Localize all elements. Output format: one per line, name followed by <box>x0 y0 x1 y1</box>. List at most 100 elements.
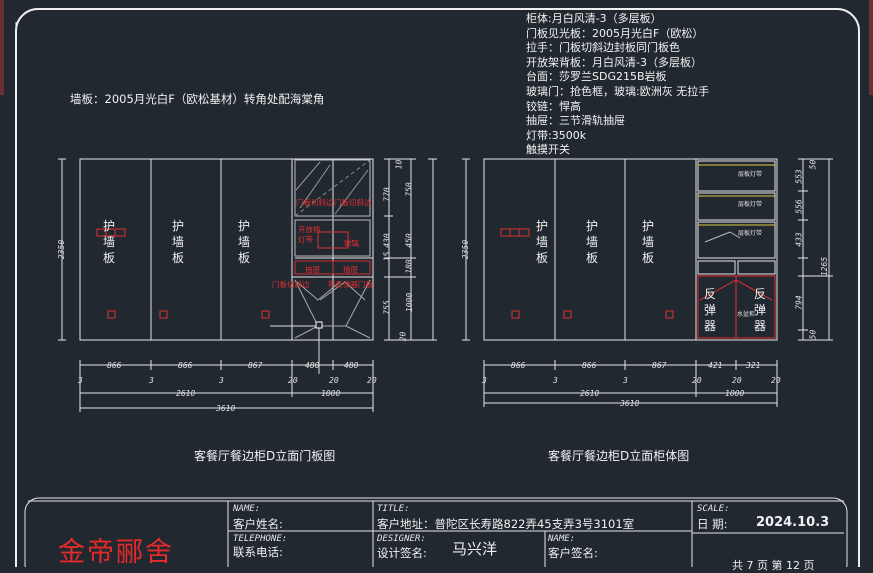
rebounder-label: 反弹器 <box>703 287 716 333</box>
dim-gap: 3 <box>149 376 154 385</box>
dim-right: 770 <box>382 187 392 202</box>
dim-width: 480 <box>344 361 359 370</box>
left-elevation <box>58 158 437 412</box>
telephone-label: TELEPHONE: <box>233 534 288 544</box>
dim-right: 15 <box>382 251 392 262</box>
dim-gap: 3 <box>219 376 224 385</box>
dim-gap: 3 <box>553 376 558 385</box>
panel-label: 护墙板 <box>641 219 654 265</box>
dim-gap: 20 <box>367 376 377 385</box>
dim-right: 553 <box>794 169 804 184</box>
dim-gap: 20 <box>771 376 781 385</box>
shelf-label: 层板灯带 <box>738 201 763 208</box>
sign-name-label: NAME: <box>548 534 576 544</box>
dim-right: 430 <box>382 233 392 248</box>
designer-label: DESIGNER: <box>377 534 426 544</box>
scale-label: SCALE: <box>697 504 730 514</box>
dim-right: 10 <box>394 159 404 170</box>
panel-label: 护墙板 <box>171 219 184 265</box>
spec-line: 门板见光板：2005月光白F（欧松） <box>526 26 704 40</box>
dim-width: 321 <box>746 361 761 370</box>
dim-width: 866 <box>582 361 597 370</box>
dim-right: 794 <box>794 295 804 310</box>
dim-height: 2350 <box>461 239 471 260</box>
dim-width: 866 <box>107 361 122 370</box>
dim-right: 750 <box>404 182 414 197</box>
dim-subtotal: 2610 <box>176 389 196 398</box>
panel-label: 护墙板 <box>585 219 598 265</box>
spec-line: 铰链：悍高 <box>526 99 581 113</box>
title-label: TITLE: <box>377 504 410 514</box>
dim-gap: 20 <box>732 376 742 385</box>
spec-line: 拉手：门板切斜边封板同门板色 <box>526 41 680 55</box>
dim-total: 3610 <box>216 404 236 413</box>
dim-gap: 3 <box>482 376 487 385</box>
dim-right: 20 <box>398 331 408 342</box>
dim-gap: 3 <box>623 376 628 385</box>
customer-sign-label: 客户签名: <box>548 546 598 560</box>
dim-right: 1000 <box>405 292 415 313</box>
shelf-label: 层板灯带 <box>738 171 763 178</box>
dim-right: 50 <box>808 159 818 170</box>
page-count: 共 7 页 第 12 页 <box>732 559 815 572</box>
brand-logo-text: 金帝郦舍 <box>58 537 174 568</box>
dim-subtotal: 2610 <box>580 389 600 398</box>
dim-right: 433 <box>794 232 804 247</box>
red-label: 玻璃 <box>344 239 359 248</box>
dim-right: 50 <box>808 329 818 340</box>
dim-height: 2350 <box>57 239 67 260</box>
dim-subtotal: 1000 <box>725 389 745 398</box>
dim-subtotal: 1000 <box>321 389 341 398</box>
wall-note: 墙板：2005月光白F（欧松基材）转角处配海棠角 <box>70 92 325 106</box>
panel-label: 护墙板 <box>102 219 115 265</box>
red-label: 开放格 <box>298 225 321 234</box>
spec-line: 抽屉：三节滑轨抽屉 <box>526 114 625 128</box>
right-elevation <box>462 158 833 407</box>
red-label: 门板切斜边 <box>272 280 310 289</box>
spec-line: 台面：莎罗兰SDG215B岩板 <box>526 70 667 84</box>
customer-address: 客户地址：普陀区长寿路822弄45支弄3号3101室 <box>377 517 635 531</box>
spec-line: 玻璃门：抢色框，玻璃:欧洲灰 无拉手 <box>526 84 710 98</box>
dim-width: 866 <box>178 361 193 370</box>
red-label: 灯带 <box>298 235 313 244</box>
spec-line: 触摸开关 <box>526 143 570 157</box>
title-block-frame <box>24 497 848 567</box>
dim-right: 450 <box>404 233 414 248</box>
shelf-label: 层板灯带 <box>738 230 763 237</box>
panel-label: 护墙板 <box>535 219 548 265</box>
date-value: 2024.10.3 <box>756 515 830 530</box>
dim-width: 867 <box>248 361 263 370</box>
customer-name-label: 客户姓名: <box>233 517 283 531</box>
dim-gap: 20 <box>329 376 339 385</box>
dim-gap: 20 <box>288 376 298 385</box>
rebounder-label: 反弹器 <box>753 287 766 333</box>
designer-name: 马兴洋 <box>452 540 498 558</box>
spec-notes: 柜体:月白风清-3（多层板） 门板见光板：2005月光白F（欧松） 拉手：门板切… <box>526 12 709 158</box>
red-label: 抽屉 <box>305 265 320 274</box>
red-label: 门板切斜边 <box>296 198 334 207</box>
phone-label: 联系电话: <box>233 545 283 559</box>
dim-right-outer: 1265 <box>820 256 830 277</box>
drawing-title: 客餐厅餐边柜D立面门板图 <box>194 449 336 463</box>
dim-gap: 3 <box>78 376 83 385</box>
dim-width: 421 <box>708 361 723 370</box>
dim-width: 867 <box>652 361 667 370</box>
dim-right: 180 <box>404 259 414 274</box>
dim-right: 755 <box>382 300 392 315</box>
dim-width: 480 <box>305 361 320 370</box>
dim-gap: 20 <box>692 376 702 385</box>
date-label: 日 期: <box>697 517 728 531</box>
designer-sign-label: 设计签名: <box>377 546 427 560</box>
spec-line: 灯带:3500k <box>526 128 587 142</box>
dim-total: 3610 <box>620 399 640 408</box>
panel-label: 护墙板 <box>237 219 250 265</box>
name-label: NAME: <box>233 504 261 514</box>
dim-width: 866 <box>511 361 526 370</box>
dim-right: 556 <box>794 199 804 214</box>
spec-line: 开放架背板：月白风清-3（多层板） <box>526 55 702 69</box>
drawing-title: 客餐厅餐边柜D立面柜体图 <box>548 449 690 463</box>
red-label: 门板切斜边 <box>334 198 372 207</box>
red-label: 带反弹器门板 <box>328 280 373 289</box>
shelf-label: 水盆柜 <box>737 311 756 318</box>
